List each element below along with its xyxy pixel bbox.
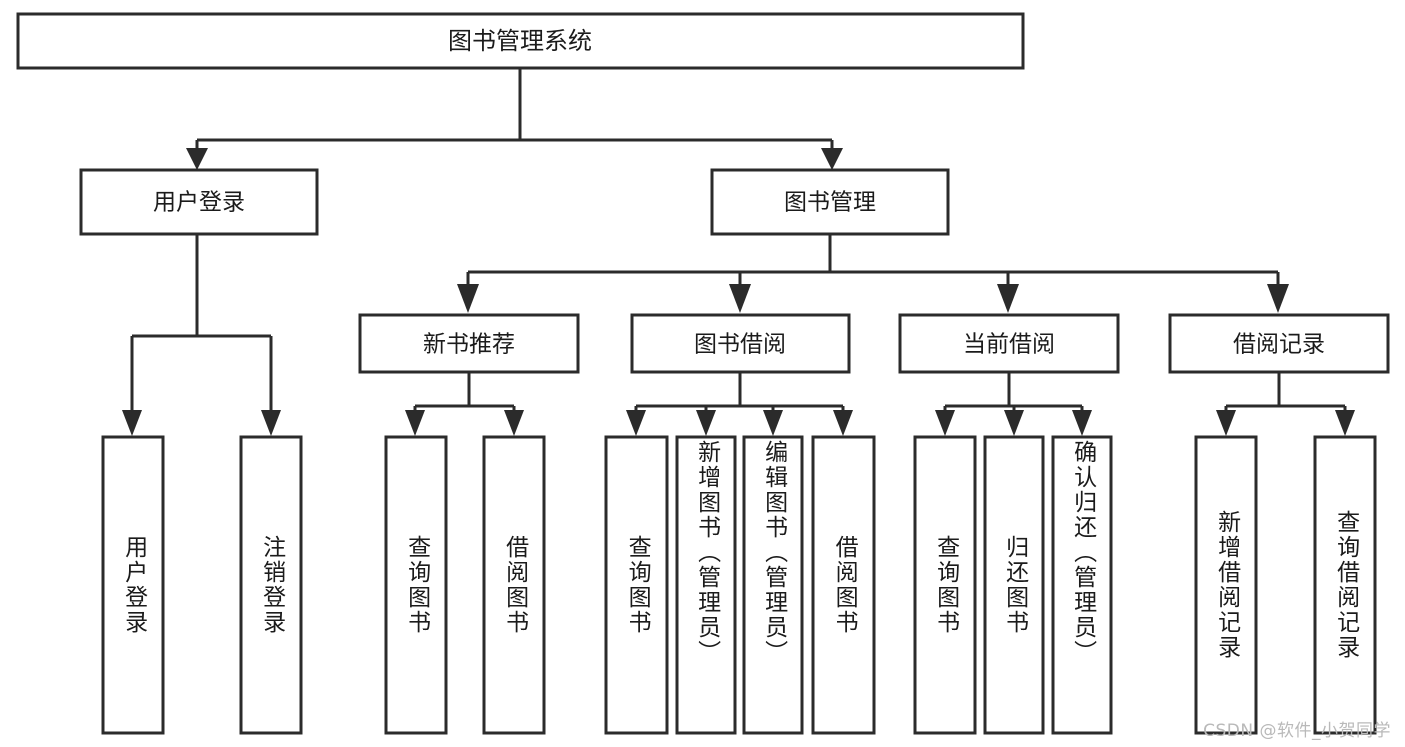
arrow-head-book-borrow: [729, 284, 751, 313]
node-leaf-add-book[interactable]: [675, 435, 737, 735]
arrow-head-current-borrow: [997, 284, 1019, 313]
node-root-label: 图书管理系统: [448, 27, 592, 55]
arrow-head-leaf-add-record: [1216, 410, 1236, 436]
nodes-layer: 图书管理系统 用户登录 图书管理 新书推荐 图书借阅 当前借阅 借阅记录: [16, 12, 1390, 735]
arrow-head-leaf-query-record: [1335, 410, 1355, 436]
arrow-head-leaf-add-book: [696, 410, 716, 436]
node-leaf-borrow-book-1[interactable]: [482, 435, 546, 735]
node-leaf-user-login[interactable]: [101, 435, 165, 735]
node-leaf-user-logout[interactable]: [239, 435, 303, 735]
arrow-head-leaf-user-logout: [261, 410, 281, 436]
arrow-head-leaf-borrow-book-2: [833, 410, 853, 436]
arrow-head-leaf-user-login: [122, 410, 142, 436]
arrow-head-book-manage: [821, 148, 843, 170]
node-borrow-record[interactable]: [1168, 313, 1390, 374]
node-current-borrow[interactable]: [898, 313, 1120, 374]
node-borrow-record-label: 借阅记录: [1233, 332, 1325, 358]
arrow-head-new-book-rec: [457, 284, 479, 313]
arrow-head-user-login: [186, 148, 208, 170]
node-root[interactable]: [16, 12, 1025, 70]
node-user-login[interactable]: [79, 168, 319, 236]
arrow-head-leaf-borrow-book-1: [504, 410, 524, 436]
arrow-head-leaf-query-book-2: [626, 410, 646, 436]
arrow-head-borrow-record: [1267, 284, 1289, 313]
arrow-head-leaf-return-book: [1004, 410, 1024, 436]
node-user-login-label: 用户登录: [153, 190, 245, 216]
watermark-text: CSDN @软件_小贺同学: [1203, 721, 1391, 741]
arrow-head-leaf-confirm-return: [1072, 410, 1092, 436]
node-leaf-borrow-book-2[interactable]: [811, 435, 876, 735]
node-leaf-query-book-2[interactable]: [604, 435, 669, 735]
arrow-head-leaf-query-book-3: [935, 410, 955, 436]
node-book-borrow-label: 图书借阅: [694, 332, 786, 358]
node-leaf-edit-book[interactable]: [742, 435, 804, 735]
node-new-book-rec[interactable]: [358, 313, 580, 374]
node-book-manage-label: 图书管理: [784, 190, 876, 216]
connectors-layer: [122, 68, 1355, 436]
arrow-head-leaf-query-book-1: [405, 410, 425, 436]
node-leaf-return-book[interactable]: [983, 435, 1045, 735]
arrow-head-leaf-edit-book: [763, 410, 783, 436]
node-leaf-query-book-3[interactable]: [913, 435, 977, 735]
node-leaf-query-record[interactable]: [1313, 435, 1377, 735]
node-leaf-query-book-1[interactable]: [384, 435, 448, 735]
node-leaf-confirm-return[interactable]: [1051, 435, 1113, 735]
node-leaf-add-record[interactable]: [1194, 435, 1258, 735]
node-book-manage[interactable]: [710, 168, 950, 236]
node-current-borrow-label: 当前借阅: [963, 332, 1055, 358]
node-new-book-rec-label: 新书推荐: [423, 332, 515, 358]
node-book-borrow[interactable]: [630, 313, 851, 374]
